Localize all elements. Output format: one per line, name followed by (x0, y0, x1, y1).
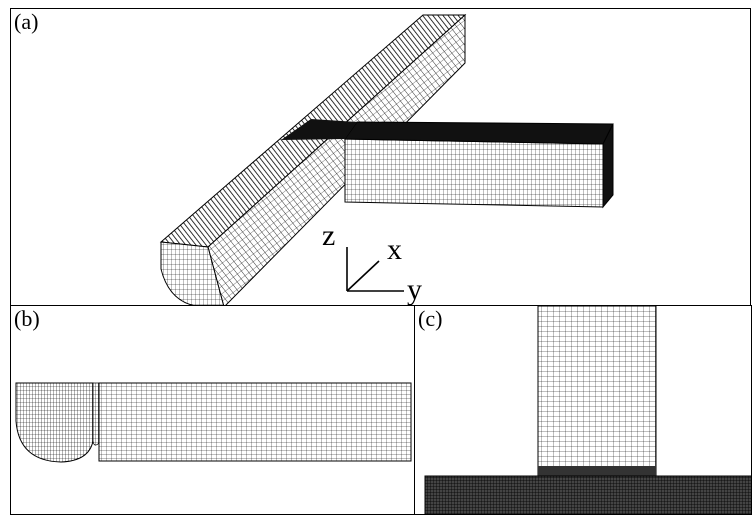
rect-section (98, 382, 412, 462)
block-front-face (344, 138, 604, 208)
vertical-column (537, 306, 657, 477)
mesh-side-view (424, 306, 751, 514)
panel-b-label: (b) (14, 306, 40, 331)
block-end-face (602, 123, 614, 209)
transition-band (538, 466, 656, 476)
mesh-3d-figure: z x y (159, 13, 614, 306)
axis-label-z: z (322, 219, 335, 252)
axis-triad: z x y (322, 219, 422, 306)
panel-b-cross-section: (b) (10, 305, 415, 515)
notch-piece (92, 382, 100, 446)
axis-label-x: x (387, 233, 402, 266)
axis-label-y: y (407, 273, 422, 306)
panel-c-label: (c) (418, 306, 443, 331)
panel-c-side-view: (c) (414, 305, 752, 515)
round-section (15, 382, 94, 463)
junction-band (281, 119, 357, 140)
horizontal-base (424, 475, 751, 514)
panel-a-label: (a) (14, 9, 39, 34)
mesh-cross-section (15, 382, 412, 463)
panel-a-3d-mesh: (a) (10, 8, 751, 306)
bar-end-cap (160, 241, 224, 305)
